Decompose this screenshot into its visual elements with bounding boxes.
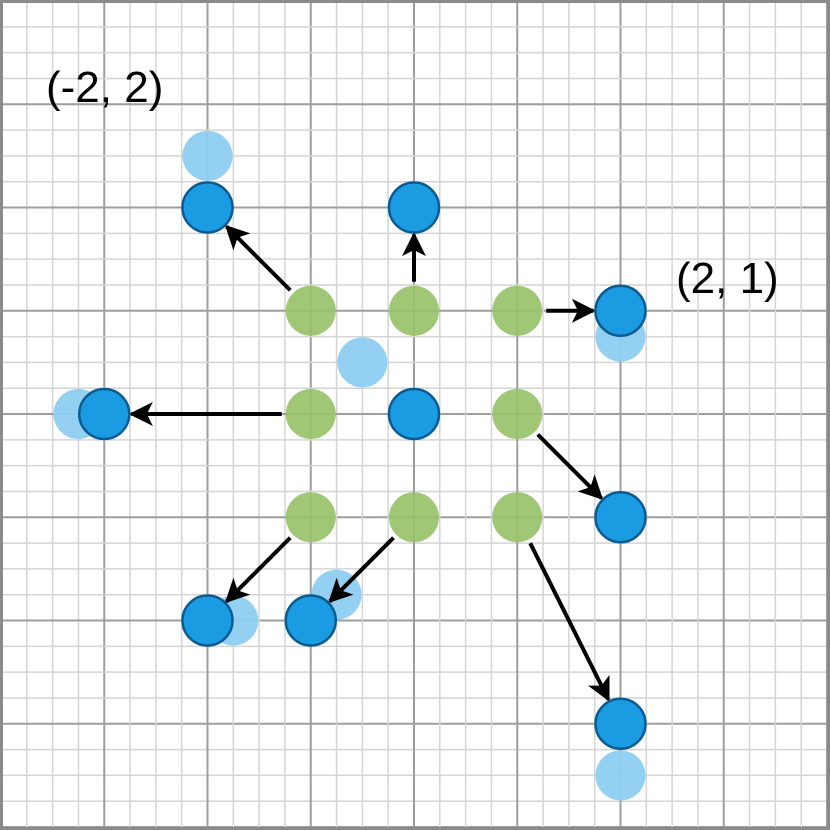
mapping-arrow bbox=[536, 433, 604, 500]
source-point bbox=[492, 492, 543, 543]
source-point bbox=[389, 492, 439, 543]
mapping-arrow bbox=[224, 536, 292, 604]
source-points bbox=[285, 285, 543, 543]
target-point bbox=[387, 181, 441, 234]
source-point bbox=[285, 285, 336, 336]
target-point bbox=[78, 387, 131, 441]
target-point bbox=[594, 491, 647, 544]
target-point bbox=[594, 697, 647, 750]
target-point bbox=[387, 387, 441, 441]
coordinate-label-top-left: (-2, 2) bbox=[46, 63, 164, 112]
mapping-arrow bbox=[328, 536, 395, 604]
source-point bbox=[492, 389, 543, 439]
target-point bbox=[284, 594, 337, 647]
source-point bbox=[285, 389, 336, 439]
ghost-point bbox=[337, 337, 388, 388]
coordinate-label-right: (2, 1) bbox=[676, 254, 779, 303]
mapping-arrow bbox=[224, 224, 292, 292]
target-point bbox=[181, 594, 234, 647]
mapping-arrows bbox=[128, 224, 611, 702]
ghost-point bbox=[595, 750, 646, 801]
target-point bbox=[594, 284, 647, 337]
mapping-arrow bbox=[528, 542, 611, 702]
source-point bbox=[492, 285, 543, 336]
target-points bbox=[78, 181, 647, 750]
source-point bbox=[285, 492, 336, 543]
target-point bbox=[181, 181, 234, 234]
ghost-point bbox=[182, 130, 233, 181]
source-point bbox=[389, 285, 439, 336]
